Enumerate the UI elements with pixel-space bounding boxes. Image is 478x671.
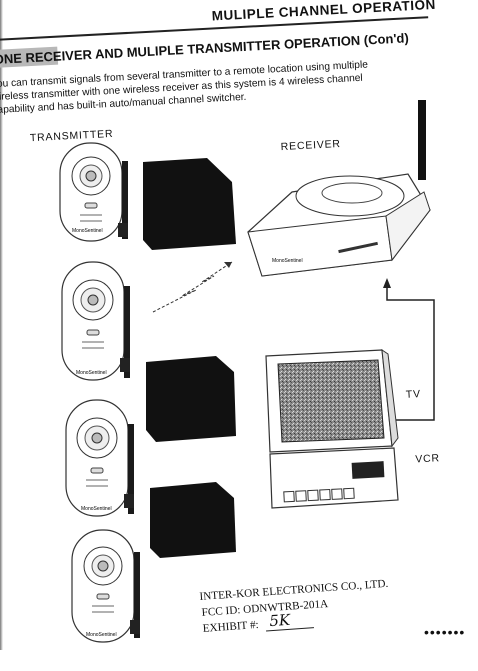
- wireless-signal-arrow: [152, 261, 233, 313]
- company-name: INTER-KOR ELECTRONICS CO., LTD.: [199, 577, 389, 603]
- page-dots-decoration: •••••••: [424, 624, 466, 640]
- brand-logo-3: MonoSentinel: [81, 506, 112, 512]
- transmitter-camera-3: [65, 399, 134, 517]
- av-cable-line: [386, 285, 435, 421]
- transmitter-camera-1: [59, 142, 128, 242]
- signal-block-1: [143, 158, 236, 250]
- brand-logo-4: MonoSentinel: [86, 632, 117, 638]
- vcr-deck: [269, 447, 399, 509]
- brand-logo-1: MonoSentinel: [72, 228, 103, 234]
- tv-monitor: [265, 348, 399, 453]
- transmitter-camera-2: [61, 261, 130, 381]
- brand-logo-2: MonoSentinel: [76, 370, 107, 376]
- signal-block-3: [150, 482, 236, 558]
- arrow-head: [224, 262, 232, 268]
- scanned-page: MULIPLE CHANNEL OPERATION ONE RECEIVER A…: [0, 0, 464, 650]
- receiver-unit: MonoSentinel: [247, 100, 431, 277]
- exhibit-handwritten-value: 5K: [268, 610, 291, 631]
- exhibit-label: EXHIBIT #:: [202, 618, 260, 635]
- transmitter-camera-4: [71, 529, 140, 643]
- system-diagram: MonoSentinel MonoSentinel MonoSentinel: [59, 100, 435, 643]
- signal-block-2: [146, 356, 236, 442]
- footer-block: INTER-KOR ELECTRONICS CO., LTD. FCC ID: …: [199, 577, 389, 635]
- receiver-brand-logo: MonoSentinel: [272, 258, 303, 264]
- cable-arrow-head: [383, 278, 391, 288]
- scan-edge-shadow: [0, 0, 3, 650]
